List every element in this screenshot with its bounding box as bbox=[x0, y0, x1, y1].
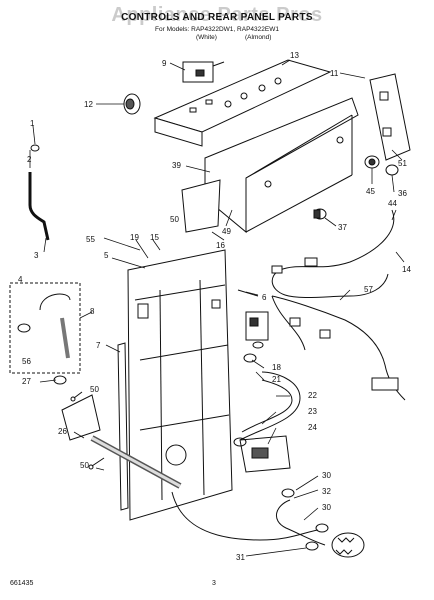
water-valve-6 bbox=[237, 289, 269, 341]
inset-box-4 bbox=[9, 282, 81, 374]
callout-7: 7 bbox=[96, 341, 101, 350]
clamp-18 bbox=[252, 341, 264, 349]
drain-pump bbox=[331, 532, 365, 558]
callout-14: 14 bbox=[402, 265, 411, 274]
callout-51: 51 bbox=[398, 159, 407, 168]
callout-45: 45 bbox=[366, 187, 375, 196]
screw-50 bbox=[70, 391, 83, 402]
callout-18: 18 bbox=[272, 363, 281, 372]
document-number: 661435 bbox=[10, 580, 34, 587]
callout-5: 5 bbox=[104, 251, 109, 260]
callout-27: 27 bbox=[22, 377, 31, 386]
switch-45 bbox=[364, 155, 380, 169]
callout-13: 13 bbox=[290, 51, 299, 60]
callout-12: 12 bbox=[84, 100, 93, 109]
callout-19: 19 bbox=[130, 233, 139, 242]
callout-26: 26 bbox=[58, 427, 67, 436]
part-37 bbox=[313, 208, 327, 220]
callout-22: 22 bbox=[308, 391, 317, 400]
callout-37: 37 bbox=[338, 223, 347, 232]
callout-50-lower: 50 bbox=[80, 461, 89, 470]
callout-57: 57 bbox=[364, 285, 373, 294]
callout-36: 36 bbox=[398, 189, 407, 198]
screw-50b bbox=[88, 457, 105, 470]
callout-32: 32 bbox=[322, 487, 331, 496]
callout-16: 16 bbox=[216, 241, 225, 250]
leader-lines bbox=[29, 59, 405, 557]
drain-hose-26 bbox=[90, 435, 182, 489]
callout-44: 44 bbox=[388, 199, 397, 208]
callout-9: 9 bbox=[162, 59, 167, 68]
callout-6: 6 bbox=[262, 293, 267, 302]
diagram-title: CONTROLS AND REAR PANEL PARTS bbox=[121, 12, 313, 23]
timer-component bbox=[182, 61, 225, 83]
hose-lower bbox=[171, 488, 329, 551]
callout-4: 4 bbox=[18, 275, 23, 284]
callout-24: 24 bbox=[308, 423, 317, 432]
watermark: Appliance Parts Pros bbox=[111, 4, 323, 26]
knob-12 bbox=[123, 93, 141, 115]
variant-almond: (Almond) bbox=[245, 34, 272, 41]
callout-3: 3 bbox=[34, 251, 39, 260]
switch-36 bbox=[385, 164, 399, 176]
variant-white: (White) bbox=[196, 34, 217, 41]
callout-50-mid: 50 bbox=[90, 385, 99, 394]
fill-hose-3 bbox=[28, 144, 50, 241]
callout-49: 49 bbox=[222, 227, 231, 236]
callout-8: 8 bbox=[90, 307, 95, 316]
callout-56: 56 bbox=[22, 357, 31, 366]
pump-assembly-24 bbox=[239, 435, 291, 473]
callout-55: 55 bbox=[86, 235, 95, 244]
callout-30-lower: 30 bbox=[322, 503, 331, 512]
wire-harness-lower bbox=[271, 295, 406, 401]
hose-22 bbox=[239, 371, 301, 441]
callout-labels: 9 13 11 12 1 39 51 45 36 2 50 49 16 37 4… bbox=[18, 51, 411, 562]
rear-panel bbox=[127, 249, 233, 521]
wire-harness-upper bbox=[271, 209, 395, 298]
end-cap-left bbox=[181, 179, 221, 233]
gasket-21 bbox=[243, 353, 257, 363]
callout-21: 21 bbox=[272, 375, 281, 384]
callout-11: 11 bbox=[330, 69, 339, 78]
callout-39: 39 bbox=[172, 161, 181, 170]
console-end-cap-right bbox=[369, 73, 411, 161]
control-console bbox=[153, 59, 332, 147]
callout-50-upper: 50 bbox=[170, 215, 179, 224]
callout-15: 15 bbox=[150, 233, 159, 242]
page-number: 3 bbox=[212, 580, 216, 587]
callout-31: 31 bbox=[236, 553, 245, 562]
callout-30-upper: 30 bbox=[322, 471, 331, 480]
models-line: For Models: RAP4322DW1, RAP4322EW1 bbox=[155, 26, 279, 33]
callout-23: 23 bbox=[308, 407, 317, 416]
clamp-23 bbox=[233, 437, 247, 447]
callout-1: 1 bbox=[30, 119, 35, 128]
panel-strip-7 bbox=[117, 342, 129, 511]
hose-bracket bbox=[61, 394, 101, 441]
callout-2: 2 bbox=[27, 155, 32, 164]
